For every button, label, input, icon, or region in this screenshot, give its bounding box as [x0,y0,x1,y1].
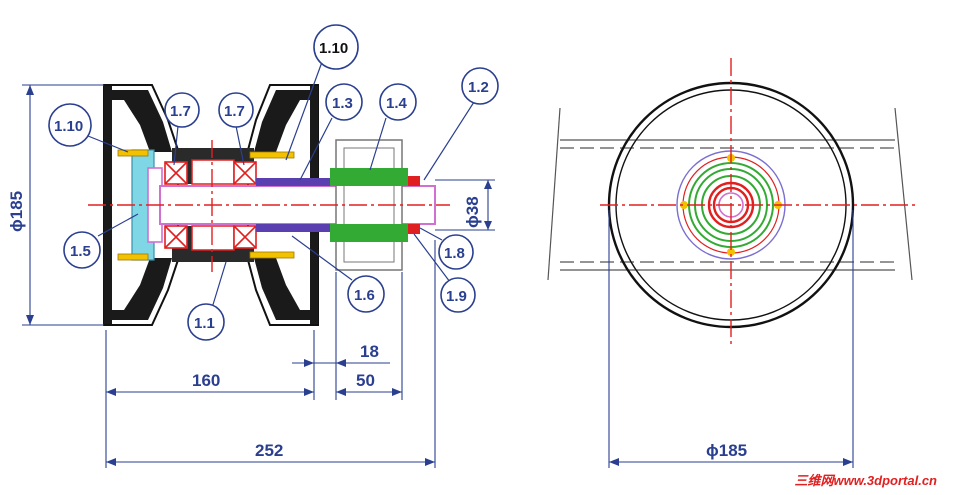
label-1-3: 1.3 [332,95,353,112]
dim-length-252: 252 [255,441,283,460]
balloon-1-8 [438,234,474,270]
label-1-10-top: 1.10 [319,40,348,57]
bracket [330,139,408,271]
balloon-1-3 [325,83,363,121]
balloon-1-10-top [313,24,359,70]
dim-diameter-185-right: ϕ185 [706,441,747,460]
balloon-1-7-b [218,92,254,128]
section-view [88,84,450,326]
bolts [117,149,295,261]
label-1-7-b: 1.7 [224,103,245,120]
dim-diameter-185-left: ϕ185 [7,191,26,232]
label-1-1: 1.1 [194,315,215,332]
balloon-1-9 [440,277,476,313]
watermark: 三维网www.3dportal.cn [794,473,937,488]
bearings [164,161,257,249]
label-1-9: 1.9 [446,288,467,305]
label-1-7-a: 1.7 [170,103,191,120]
dim-diameter-38: ϕ38 [463,196,482,228]
label-1-4: 1.4 [386,95,408,112]
balloon-1-2 [461,67,499,105]
balloon-1-10-left [48,103,92,147]
balloon-1-1 [187,303,225,341]
dimensions-left: ϕ185 ϕ38 160 18 50 252 [7,84,495,468]
dim-length-50: 50 [356,371,375,390]
part-balloons: 1.10 1.10 1.7 1.7 1.3 1.4 1.2 1.5 1.1 [48,24,499,341]
label-1-5: 1.5 [70,243,91,260]
dim-length-160: 160 [192,371,220,390]
label-1-10-left: 1.10 [54,118,83,135]
balloon-1-5 [63,231,101,269]
label-1-8: 1.8 [444,245,465,262]
balloon-1-4 [379,83,417,121]
balloon-1-6 [347,275,385,313]
end-view: ϕ185 [547,58,915,468]
label-1-2: 1.2 [468,79,489,96]
dim-length-18: 18 [360,342,379,361]
balloon-1-7-a [164,92,200,128]
label-1-6: 1.6 [354,287,375,304]
